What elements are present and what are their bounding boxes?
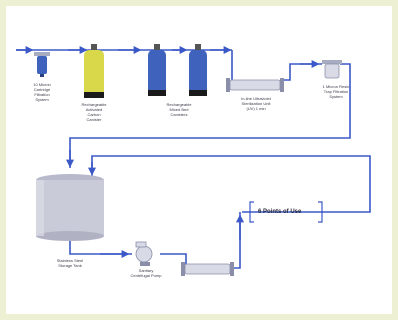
pipe-return-to-tank bbox=[69, 63, 351, 168]
pipe-uv2-to-pou bbox=[230, 212, 241, 269]
pipe-uv-to-filter bbox=[280, 63, 322, 81]
centrifugal-pump-icon bbox=[135, 241, 153, 266]
uv-unit-lower-icon bbox=[181, 262, 234, 276]
mixed-bed-canister-2-icon bbox=[189, 44, 207, 96]
carbon-canister-icon bbox=[84, 44, 104, 98]
pipe-tank-to-pump bbox=[69, 240, 132, 255]
storage-tank-icon bbox=[36, 174, 104, 241]
label-mixed-bed: Rechargeable Mixed Bed Canisters bbox=[166, 102, 192, 117]
label-storage-tank: Stainless Steel Storage Tank bbox=[56, 258, 84, 268]
mixed-bed-canister-1-icon bbox=[148, 44, 166, 96]
label-cartridge-filter: 10 Micron Cartridge Filtration System bbox=[33, 82, 51, 102]
pipe-pump-to-uv2 bbox=[160, 253, 187, 268]
bag-filter-icon bbox=[322, 60, 342, 79]
label-carbon-canister: Rechargeable Activated Carbon Canister bbox=[81, 102, 107, 122]
label-uv-unit: In-line Ultraviolet Sterilization Unit (… bbox=[241, 96, 271, 111]
label-points-of-use: 6 Points of Use bbox=[258, 209, 302, 215]
points-of-use-bracket bbox=[249, 201, 323, 223]
pipe-recirculation bbox=[91, 155, 371, 213]
label-pump: Sanitary Centrifugal Pump bbox=[130, 268, 162, 278]
label-bag-filter: 1 Micron Resin Trap Filtration System bbox=[322, 84, 350, 99]
uv-unit-icon bbox=[226, 78, 284, 92]
cartridge-filter-icon bbox=[34, 52, 50, 77]
